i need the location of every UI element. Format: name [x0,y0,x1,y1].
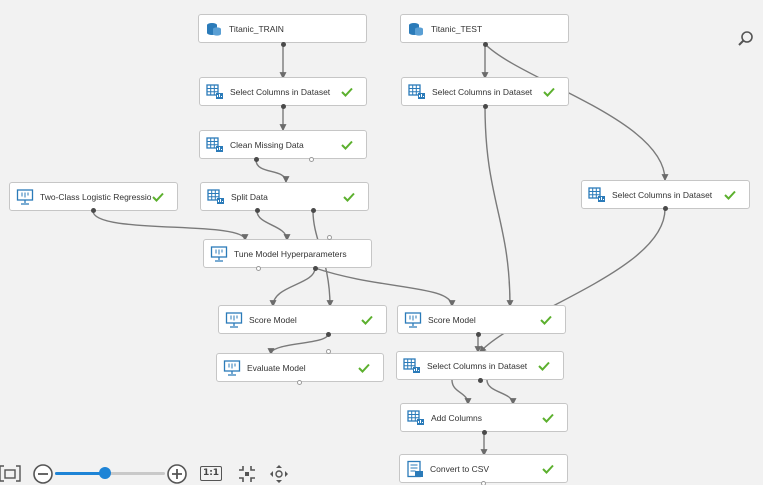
select-columns-icon [206,136,223,152]
zoom-in-icon[interactable] [166,463,188,485]
model-icon [210,245,228,262]
edge-sel4-add-left [451,379,472,406]
output-port[interactable] [476,332,481,337]
module-label: Select Columns in Dataset [230,86,331,97]
dataset-icon [409,22,423,36]
module-label: Two-Class Logistic Regression [40,191,151,202]
fit-to-screen-icon[interactable] [0,464,22,484]
module-label: Select Columns in Dataset [432,86,533,97]
output-port[interactable] [309,157,314,162]
output-port[interactable] [483,104,488,109]
edge-sel4-add-right [486,379,517,406]
module-label: Add Columns [431,412,483,423]
output-port[interactable] [478,378,483,383]
module-score-model-1[interactable]: Score Model [218,305,387,334]
zoom-slider-fill [55,472,105,475]
check-icon [358,363,370,373]
check-icon [542,413,554,423]
check-icon [543,87,555,97]
module-select-columns-1[interactable]: Select Columns in Dataset [199,77,367,106]
edge-logreg-tune [92,210,249,242]
edge-clean-split [255,159,290,184]
select-columns-icon [207,188,224,204]
output-port[interactable] [254,157,259,162]
output-port[interactable] [281,104,286,109]
module-clean-missing-data[interactable]: Clean Missing Data [199,130,367,159]
output-port[interactable] [326,332,331,337]
edge-sel3-sel4 [479,208,666,353]
module-titanic-test[interactable]: Titanic_TEST [400,14,569,43]
output-port[interactable] [311,208,316,213]
zoom-out-icon[interactable] [32,463,54,485]
check-icon [341,140,353,150]
output-port[interactable] [313,266,318,271]
edge-test-sel3 [484,43,669,182]
module-add-columns[interactable]: Add Columns [400,403,568,432]
module-titanic-train[interactable]: Titanic_TRAIN [198,14,367,43]
convert-icon [407,460,423,477]
input-port[interactable] [327,235,332,240]
check-icon [540,315,552,325]
edge-sel2-score2 [484,105,514,308]
module-select-columns-3[interactable]: Select Columns in Dataset [581,180,750,209]
output-port[interactable] [483,42,488,47]
module-label: Score Model [428,314,476,325]
input-port[interactable] [326,349,331,354]
auto-layout-icon[interactable] [236,463,258,485]
module-label: Titanic_TEST [431,23,483,34]
select-columns-icon [206,83,223,99]
module-two-class-logistic-regression[interactable]: Two-Class Logistic Regression [9,182,178,211]
output-port[interactable] [297,380,302,385]
select-columns-icon [403,357,420,373]
pan-icon[interactable] [268,463,290,485]
module-evaluate-model[interactable]: Evaluate Model [216,353,384,382]
module-label: Score Model [249,314,297,325]
module-label: Select Columns in Dataset [427,360,528,371]
module-label: Evaluate Model [247,362,306,373]
check-icon [343,192,355,202]
check-icon [341,87,353,97]
output-port[interactable] [663,206,668,211]
check-icon [538,361,550,371]
module-label: Clean Missing Data [230,139,304,150]
module-label: Tune Model Hyperparameters [234,248,347,259]
module-tune-model-hyperparameters[interactable]: Tune Model Hyperparameters [203,239,372,268]
dataset-icon [207,22,221,36]
edge-tune-score2 [314,267,456,308]
module-score-model-2[interactable]: Score Model [397,305,566,334]
module-select-columns-2[interactable]: Select Columns in Dataset [401,77,569,106]
module-split-data[interactable]: Split Data [200,182,369,211]
edge-tune-score1 [269,267,316,308]
edge-score1-eval [267,333,329,356]
output-port[interactable] [256,266,261,271]
select-columns-icon [407,409,424,425]
check-icon [361,315,373,325]
actual-size-button[interactable]: 1:1 [200,466,222,481]
check-icon [542,464,554,474]
model-icon [223,359,241,376]
module-select-columns-4[interactable]: Select Columns in Dataset [396,351,564,380]
search-icon[interactable] [737,30,755,48]
select-columns-icon [408,83,425,99]
check-icon [724,190,736,200]
model-icon [404,311,422,328]
select-columns-icon [588,186,605,202]
edge-split-tune [256,210,291,242]
zoom-slider-thumb[interactable] [98,467,111,479]
output-port[interactable] [281,42,286,47]
output-port[interactable] [91,208,96,213]
module-label: Titanic_TRAIN [229,23,284,34]
output-port[interactable] [481,481,486,485]
module-label: Select Columns in Dataset [612,189,713,200]
module-convert-to-csv[interactable]: Convert to CSV [399,454,568,483]
module-label: Split Data [231,191,268,202]
model-icon [16,188,34,205]
output-port[interactable] [482,430,487,435]
model-icon [225,311,243,328]
output-port[interactable] [255,208,260,213]
check-icon [152,192,164,202]
module-label: Convert to CSV [430,463,490,474]
